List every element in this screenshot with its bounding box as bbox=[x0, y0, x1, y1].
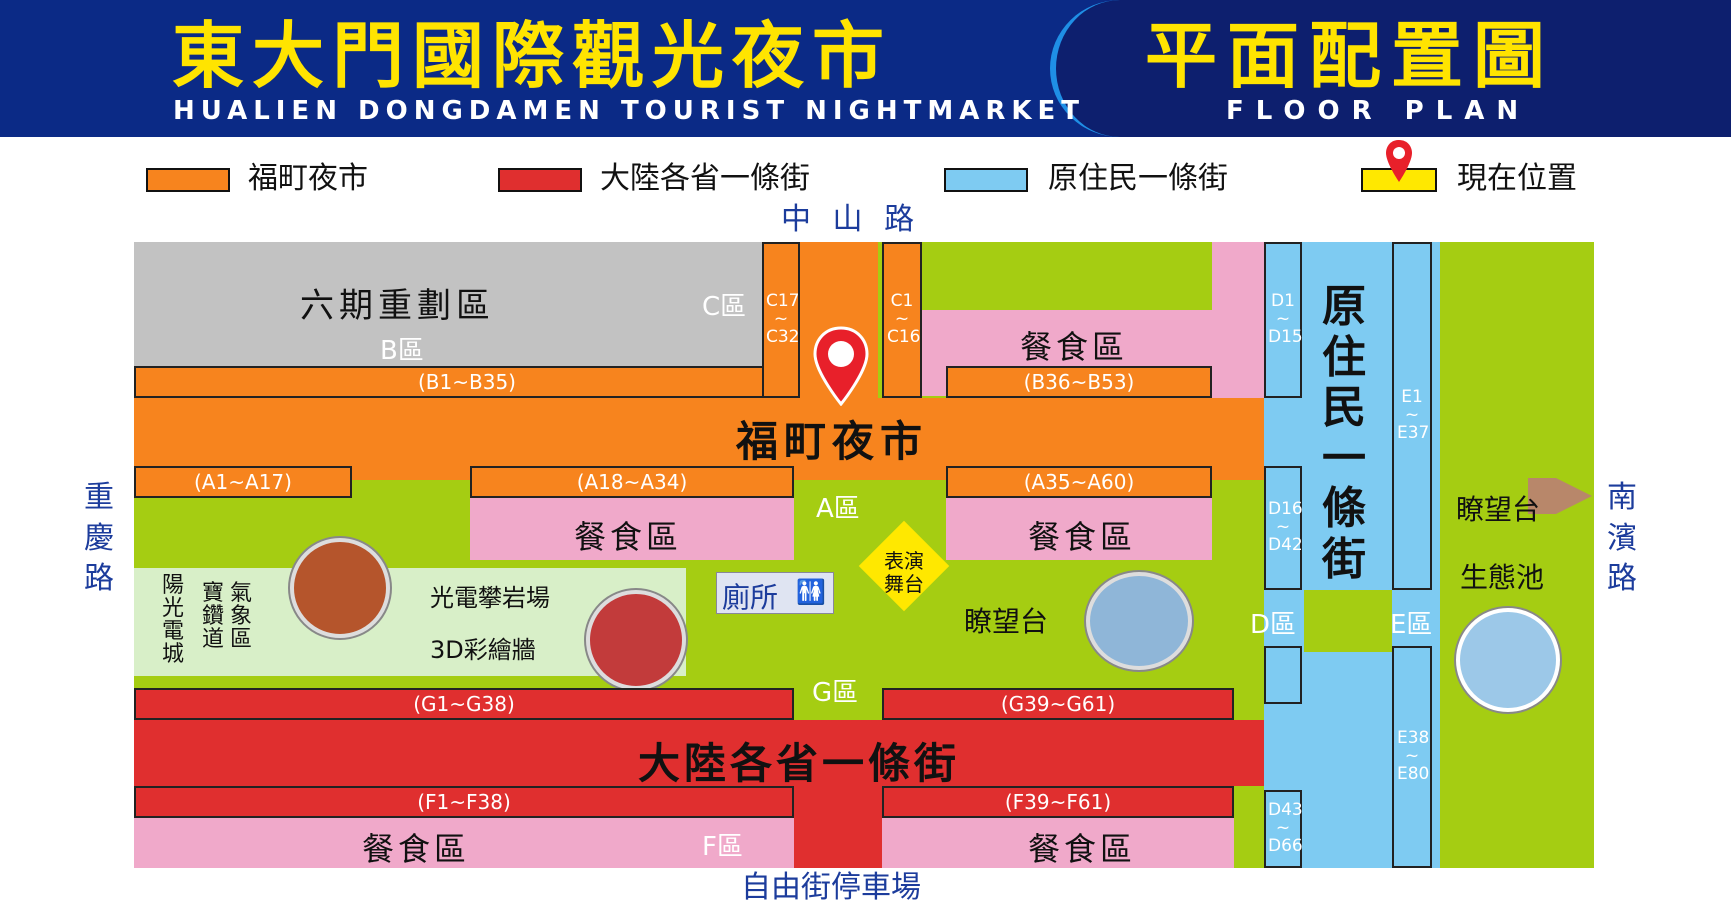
stall-label-f2: (F39~F61) bbox=[1004, 790, 1112, 814]
stall-row-g2: (G39~G61) bbox=[882, 688, 1234, 720]
zone-d-label: D區 bbox=[1250, 610, 1297, 640]
stall-label-d2: D16 ~ D42 bbox=[1268, 499, 1303, 555]
stall-row-a1: (A1~A17) bbox=[134, 466, 352, 498]
zone-g-label: G區 bbox=[812, 678, 859, 708]
mainland-south-entrance bbox=[794, 786, 882, 868]
toilet-box bbox=[716, 572, 834, 614]
food-court-area-a2 bbox=[470, 498, 794, 560]
subtitle-zh: 平面配置圖 bbox=[1145, 14, 1556, 98]
stall-col-d-mid bbox=[1264, 646, 1302, 704]
legend-label-fuding: 福町夜市 bbox=[248, 161, 368, 196]
stall-label-f1: (F1~F38) bbox=[417, 790, 511, 814]
road-west: 重慶路 bbox=[84, 480, 114, 596]
mainland-label: 大陸各省一條街 bbox=[638, 739, 961, 788]
food-court-label-3: 餐食區 bbox=[1028, 518, 1137, 556]
stall-label-b1: (B1~B35) bbox=[418, 370, 516, 394]
zone-f-label: F區 bbox=[702, 832, 743, 862]
toilet-label: 廁所 bbox=[722, 581, 779, 614]
climbing-wall-photo bbox=[290, 538, 390, 638]
road-north: 中 山 路 bbox=[781, 202, 921, 237]
eco-pond-photo bbox=[1456, 608, 1560, 712]
stall-label-a2: (A18~A34) bbox=[576, 470, 688, 494]
title-zh: 東大門國際觀光夜市 bbox=[172, 14, 893, 98]
treasure-path-label: 寶鑽道 bbox=[202, 581, 225, 653]
location-pin-icon bbox=[1386, 140, 1412, 182]
zone-c-label: C區 bbox=[702, 292, 747, 322]
legend-swatch-fuding bbox=[146, 168, 230, 192]
title-en: HUALIEN DONGDAMEN TOURIST NIGHTMARKET bbox=[173, 96, 1086, 126]
stall-label-g2: (G39~G61) bbox=[1000, 692, 1116, 716]
mural-label: 3D彩繪牆 bbox=[430, 636, 536, 664]
six-phase-area bbox=[134, 242, 764, 366]
food-court-area-a3 bbox=[946, 498, 1212, 560]
food-court-label-1: 餐食區 bbox=[1020, 328, 1129, 366]
legend-label-mainland: 大陸各省一條街 bbox=[600, 161, 810, 196]
stall-label-a1: (A1~A17) bbox=[194, 470, 292, 494]
aboriginal-crossing bbox=[1304, 590, 1392, 652]
road-south: 自由街停車場 bbox=[741, 870, 921, 905]
watchtower-arrow-icon bbox=[1556, 478, 1592, 514]
header-right-panel bbox=[1050, 0, 1731, 137]
legend-swatch-aboriginal bbox=[944, 168, 1028, 192]
toilet-icon: 🚻 bbox=[796, 578, 826, 606]
sunlight-city-label: 陽光電城 bbox=[162, 573, 185, 668]
food-court-label-5: 餐食區 bbox=[1028, 830, 1137, 868]
stall-col-d1: D1 ~ D15 bbox=[1264, 242, 1303, 398]
stall-label-a3: (A35~A60) bbox=[1023, 470, 1135, 494]
stall-row-f2: (F39~F61) bbox=[882, 786, 1234, 818]
watchtower-arrow-shaft bbox=[1528, 478, 1556, 514]
legend-label-location: 現在位置 bbox=[1457, 161, 1577, 196]
watchtower-photo bbox=[1086, 572, 1192, 670]
stall-label-e1: E1 ~ E37 bbox=[1397, 387, 1430, 443]
zone-b-label: B區 bbox=[380, 336, 424, 366]
stall-row-b1: (B1~B35) bbox=[134, 366, 800, 398]
stall-row-b2: (B36~B53) bbox=[946, 366, 1212, 398]
food-court-area-f1 bbox=[134, 818, 794, 868]
stall-col-c2: C1 ~ C16 bbox=[882, 242, 922, 398]
stall-row-f1: (F1~F38) bbox=[134, 786, 794, 818]
stall-row-a3: (A35~A60) bbox=[946, 466, 1212, 498]
food-court-area-f2 bbox=[882, 818, 1234, 868]
road-east: 南濱路 bbox=[1607, 480, 1637, 596]
weather-path-label: 氣象區 bbox=[230, 581, 253, 653]
legend-swatch-mainland bbox=[498, 168, 582, 192]
stall-row-a2: (A18~A34) bbox=[470, 466, 794, 498]
stall-col-d2: D16 ~ D42 bbox=[1264, 466, 1303, 590]
stall-label-d1: D1 ~ D15 bbox=[1268, 291, 1303, 347]
stall-label-c1: C17 ~ C32 bbox=[766, 291, 800, 347]
stage-label: 表演舞台 bbox=[884, 549, 924, 596]
subtitle-en: FLOOR PLAN bbox=[1226, 96, 1531, 126]
stall-col-e2: E38 ~ E80 bbox=[1392, 646, 1432, 868]
stall-label-e2: E38 ~ E80 bbox=[1397, 728, 1430, 784]
stall-col-d3: D43 ~ D66 bbox=[1264, 790, 1303, 868]
food-court-label-2: 餐食區 bbox=[574, 518, 683, 556]
stall-label-c2: C1 ~ C16 bbox=[887, 291, 921, 347]
zone-e-label: E區 bbox=[1390, 610, 1433, 640]
mural-photo bbox=[586, 590, 686, 690]
mainland-main-street bbox=[134, 720, 1264, 786]
eco-pond-label: 生態池 bbox=[1460, 561, 1545, 594]
legend-label-aboriginal: 原住民一條街 bbox=[1048, 161, 1228, 196]
aboriginal-label: 原住民一條街 bbox=[1322, 281, 1366, 585]
six-phase-label: 六期重劃區 bbox=[300, 286, 495, 326]
zone-a-label: A區 bbox=[816, 494, 860, 524]
stall-row-g1: (G1~G38) bbox=[134, 688, 794, 720]
current-location-pin-icon bbox=[813, 326, 869, 406]
stall-col-c1: C17 ~ C32 bbox=[762, 242, 800, 398]
stall-label-g1: (G1~G38) bbox=[413, 692, 515, 716]
stall-col-e1: E1 ~ E37 bbox=[1392, 242, 1432, 590]
stall-label-b2: (B36~B53) bbox=[1023, 370, 1135, 394]
fuding-label: 福町夜市 bbox=[736, 417, 929, 466]
stall-label-d3: D43 ~ D66 bbox=[1268, 800, 1303, 856]
watchtower-label-center: 瞭望台 bbox=[964, 605, 1049, 638]
food-court-label-4: 餐食區 bbox=[362, 830, 471, 868]
climbing-wall-label: 光電攀岩場 bbox=[430, 584, 550, 612]
pink-strip-top bbox=[1212, 242, 1264, 398]
watchtower-label-east: 瞭望台 bbox=[1456, 493, 1541, 526]
